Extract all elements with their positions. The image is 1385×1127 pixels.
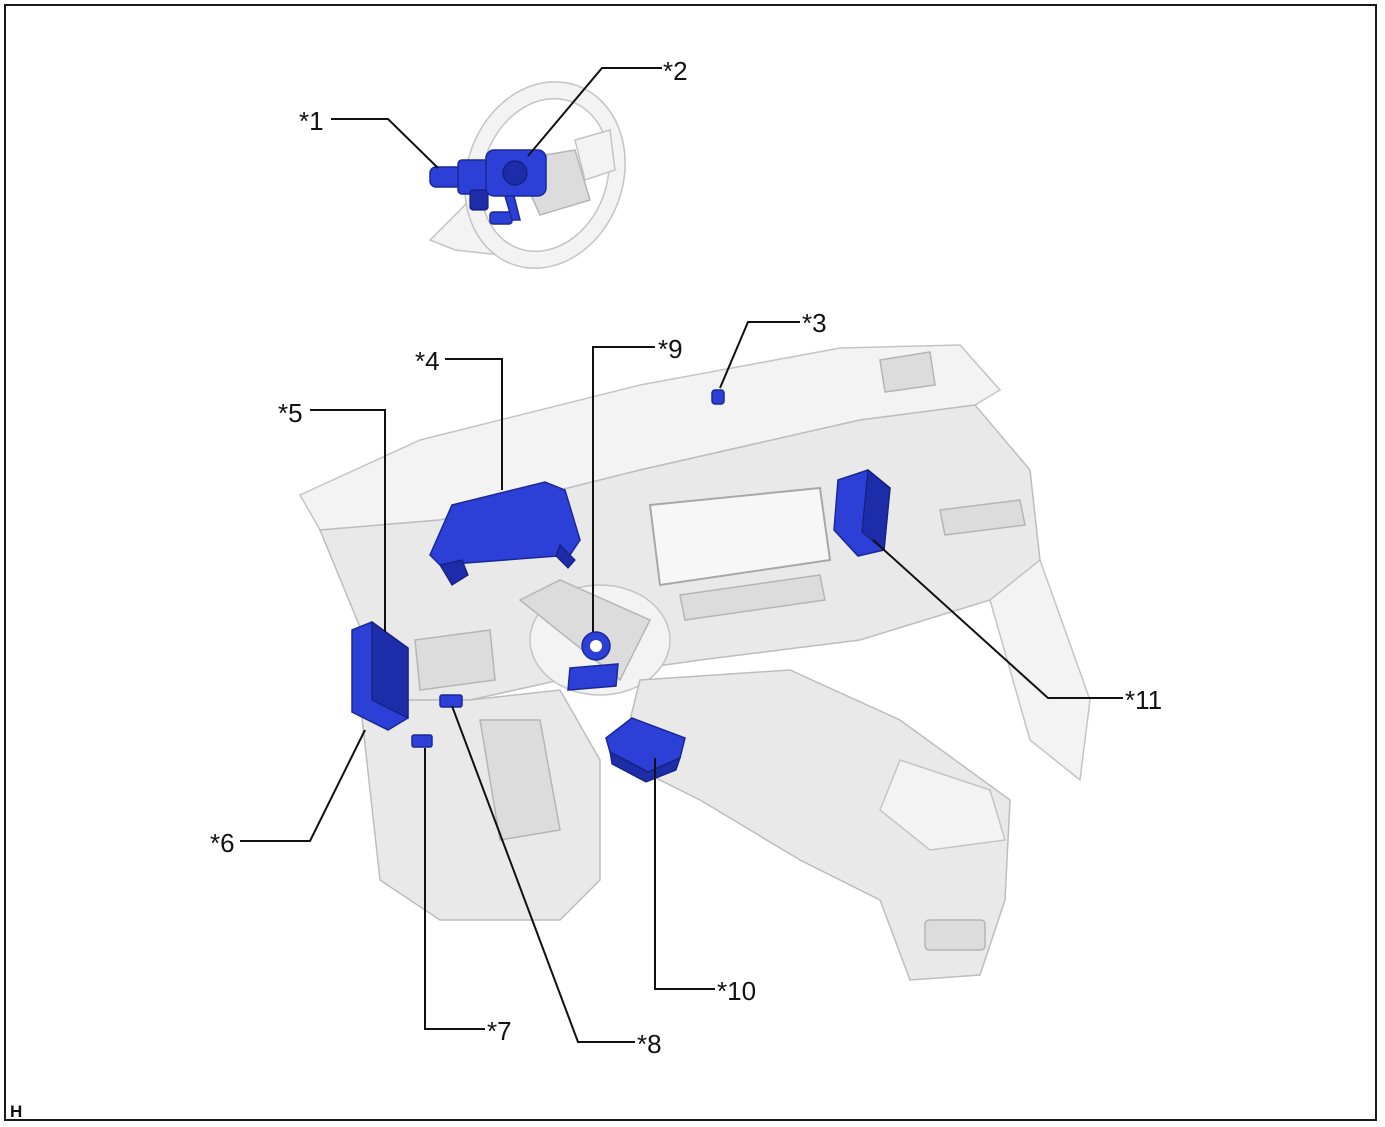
callout-11: *11 (1125, 685, 1162, 715)
leader-10 (654, 758, 715, 990)
leader-1 (331, 118, 439, 169)
callout-labels: *1 *2 *3 *4 *5 *6 *7 *8 *9 *10 *11 (210, 56, 1162, 1059)
component-10-airbag-sensor (605, 717, 686, 783)
leader-6 (240, 729, 366, 842)
leader-11 (872, 539, 1123, 699)
callout-5: *5 (278, 398, 303, 428)
leader-5 (310, 409, 386, 632)
callout-6: *6 (210, 828, 235, 858)
leader-lines (240, 67, 1123, 1043)
leader-8 (451, 705, 635, 1043)
component-5-ecu (351, 620, 409, 731)
component-11-module (833, 468, 891, 557)
component-3-sensor (711, 389, 725, 405)
callout-9: *9 (658, 334, 683, 364)
component-1-combination-switch (429, 159, 489, 211)
component-8-switch (439, 694, 463, 708)
callout-2: *2 (663, 56, 688, 86)
instrument-panel-illustration (298, 344, 1091, 981)
corner-mark: H (10, 1102, 23, 1121)
callout-3: *3 (802, 308, 827, 338)
callout-1: *1 (299, 106, 324, 136)
component-2-spiral-cable (485, 149, 547, 225)
callout-7: *7 (487, 1016, 512, 1046)
component-9-steering-sensor (567, 631, 619, 691)
leader-4 (445, 358, 503, 490)
component-4-combination-meter (429, 481, 581, 586)
leader-2 (527, 67, 662, 157)
component-7-connector (411, 734, 433, 748)
leader-3 (719, 321, 800, 389)
leader-7 (424, 748, 485, 1030)
callout-4: *4 (415, 346, 440, 376)
callout-8: *8 (637, 1029, 662, 1059)
callout-10: *10 (717, 976, 756, 1006)
leader-9 (592, 346, 655, 632)
